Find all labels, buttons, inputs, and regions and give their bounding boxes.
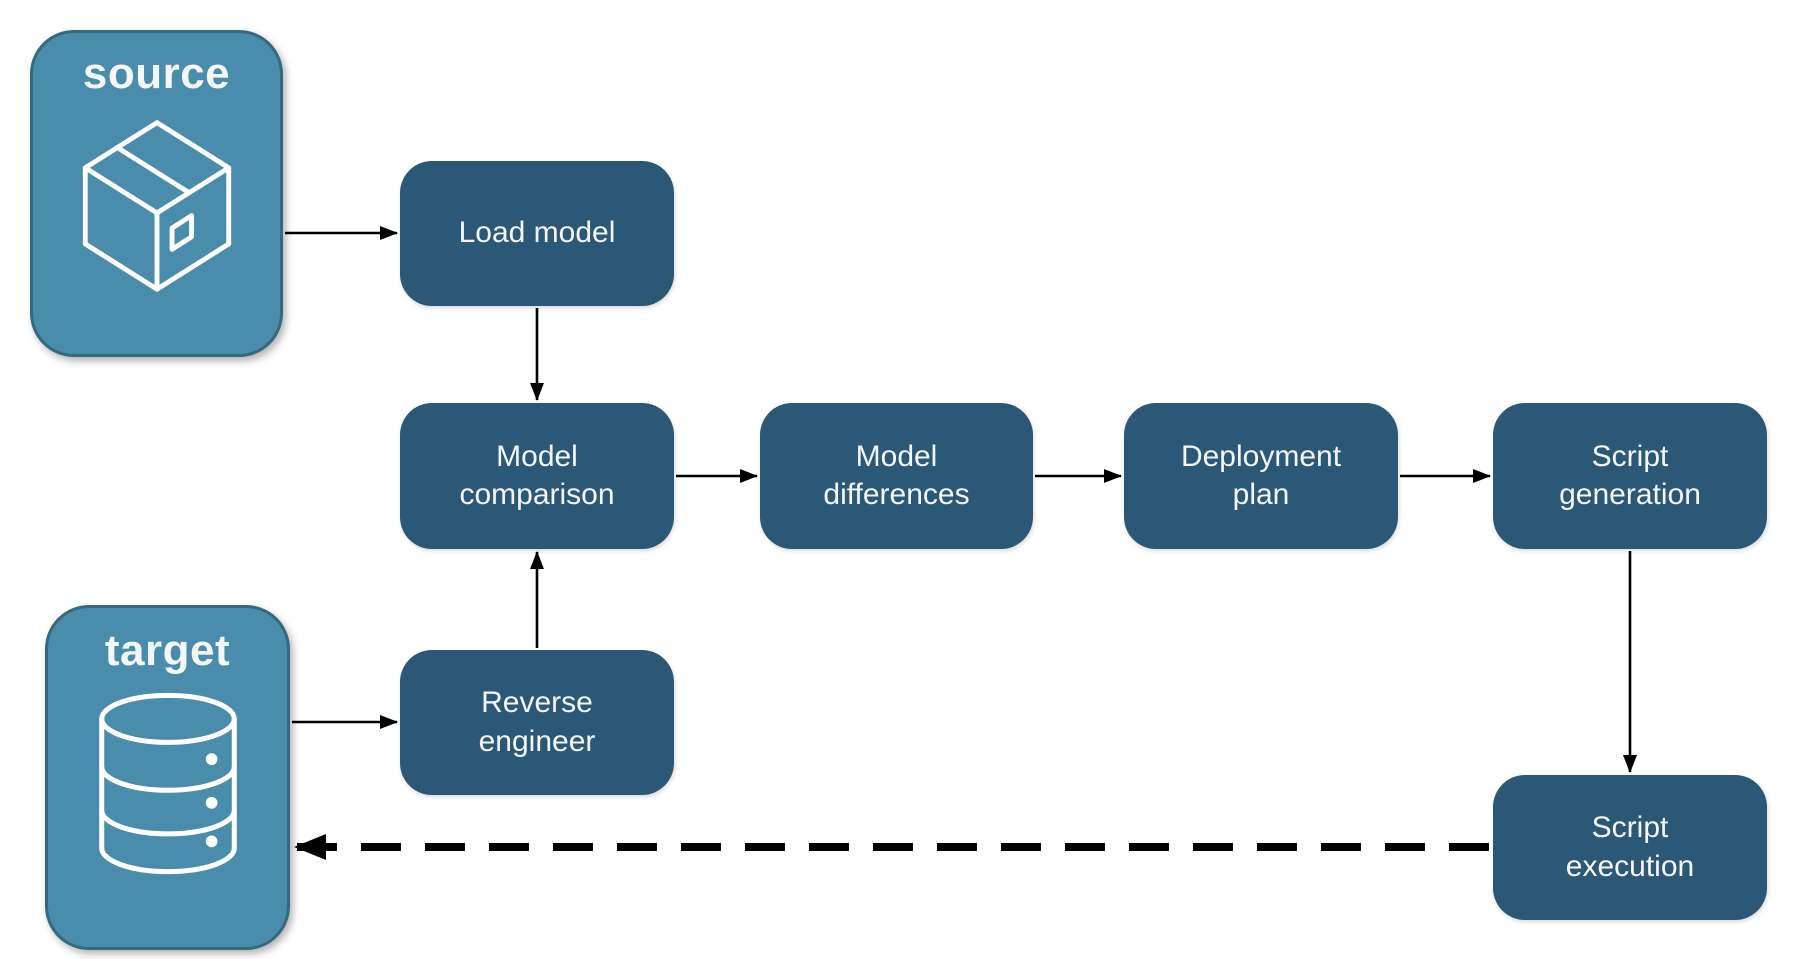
node-deployment-plan: Deployment plan [1124, 403, 1398, 549]
source-label: source [82, 49, 231, 98]
node-label: Model comparison [459, 439, 615, 511]
target-container: target [45, 605, 290, 950]
node-label: Deployment plan [1180, 439, 1342, 511]
database-icon [84, 687, 252, 885]
node-script-execution: Script execution [1493, 775, 1767, 920]
node-label: Load model [458, 216, 616, 250]
node-label: Script generation [1559, 439, 1701, 511]
target-label: target [104, 626, 231, 675]
node-model-comparison: Model comparison [400, 403, 674, 549]
source-container: source [30, 30, 283, 357]
node-reverse-engineer: Reverse engineer [400, 650, 674, 795]
node-model-differences: Model differences [760, 403, 1033, 549]
node-script-generation: Script generation [1493, 403, 1767, 549]
node-label: Script execution [1565, 811, 1695, 883]
node-label: Reverse engineer [478, 686, 596, 758]
node-load-model: Load model [400, 161, 674, 306]
node-label: Model differences [823, 439, 970, 511]
package-icon [68, 112, 246, 303]
